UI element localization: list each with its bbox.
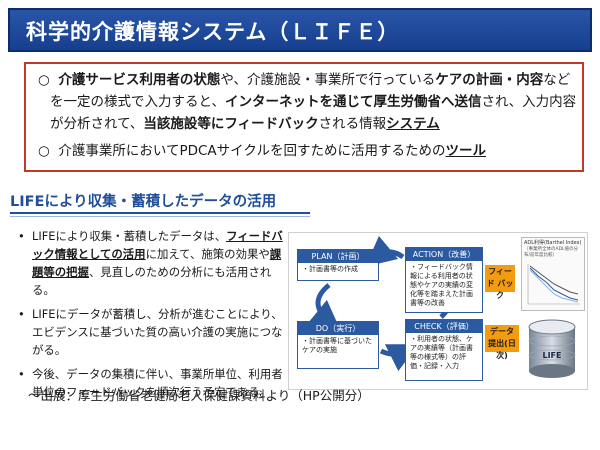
source-note: ～出展：厚生労働省老健局老人保健課資料より（HP公開分）	[28, 388, 370, 403]
mini-chart: ADL利得(Barthel Index) （事業所全体のADL値の分布/前年度比…	[521, 237, 585, 311]
action-header: ACTION（改善）	[406, 248, 482, 261]
data-submit-label: データ 提出(日次)	[485, 325, 519, 360]
summary-box: ○ 介護サービス利用者の状態や、介護施設・事業所で行っているケアの計画・内容など…	[24, 62, 584, 172]
bullet-item: 今後、データの集積に伴い、事業所単位、利用者単位のフィードバックを順次行う予定で…	[18, 365, 290, 401]
mini-chart-subtitle: （事業所全体のADL値の分布/前年度比較）	[524, 247, 579, 258]
pdca-figure: PLAN（計画） ・計画書等の作成 DO（実行） ・計画書等に基づいたケアの実施…	[288, 232, 588, 390]
database-label: LIFE	[542, 351, 562, 360]
section-heading: LIFEにより収集・蓄積したデータの活用	[10, 194, 277, 210]
title-bar: 科学的介護情報システム（ＬＩＦＥ）	[8, 8, 592, 52]
bullet-item: LIFEにデータが蓄積し、分析が進むことにより、エビデンスに基づいた質の高い介護…	[18, 305, 290, 359]
plan-box: PLAN（計画） ・計画書等の作成	[297, 249, 379, 281]
action-box: ACTION（改善） ・フィードバック情報による利用者の状態やケアの実績の変化等…	[405, 247, 483, 313]
check-box: CHECK（評価） ・利用者の状態、ケアの実績等（計画書等の様式等）の評価・記録…	[405, 319, 483, 381]
do-box: DO（実行） ・計画書等に基づいたケアの実施	[297, 321, 379, 369]
action-text: ・フィードバック情報による利用者の状態やケアの実績の変化等を踏まえた計画書等の改…	[410, 263, 473, 307]
summary-line-3: が分析されて、当該施設等にフィードバックされる情報システム	[50, 116, 440, 132]
do-header: DO（実行）	[298, 322, 378, 335]
summary-line-2: を一定の様式で入力すると、インターネットを通じて厚生労働省へ送信され、入力内容	[50, 94, 577, 110]
section-divider-thin	[10, 216, 310, 217]
mini-chart-plot	[527, 264, 580, 305]
check-text: ・利用者の状態、ケアの実績等（計画書等の様式等）の評価・記録・入力	[410, 335, 473, 370]
page-title: 科学的介護情報システム（ＬＩＦＥ）	[26, 20, 400, 44]
database-icon	[528, 319, 576, 378]
plan-header: PLAN（計画）	[298, 250, 378, 263]
mini-chart-title: ADL利得(Barthel Index)	[524, 240, 582, 246]
do-text: ・計画書等に基づいたケアの実施	[302, 337, 372, 354]
bullet-list: LIFEにより収集・蓄積したデータは、フィードバック情報としての活用に加えて、施…	[18, 227, 290, 407]
section-divider	[10, 212, 310, 214]
plan-text: ・計画書等の作成	[302, 265, 358, 273]
feedback-label: フィード バック	[485, 265, 515, 300]
summary-line-1: ○ 介護サービス利用者の状態や、介護施設・事業所で行っているケアの計画・内容など	[38, 72, 571, 88]
summary-line-4: ○ 介護事業所においてPDCAサイクルを回すために活用するためのツール	[38, 143, 486, 159]
bullet-item: LIFEにより収集・蓄積したデータは、フィードバック情報としての活用に加えて、施…	[18, 227, 290, 299]
check-header: CHECK（評価）	[406, 320, 482, 333]
